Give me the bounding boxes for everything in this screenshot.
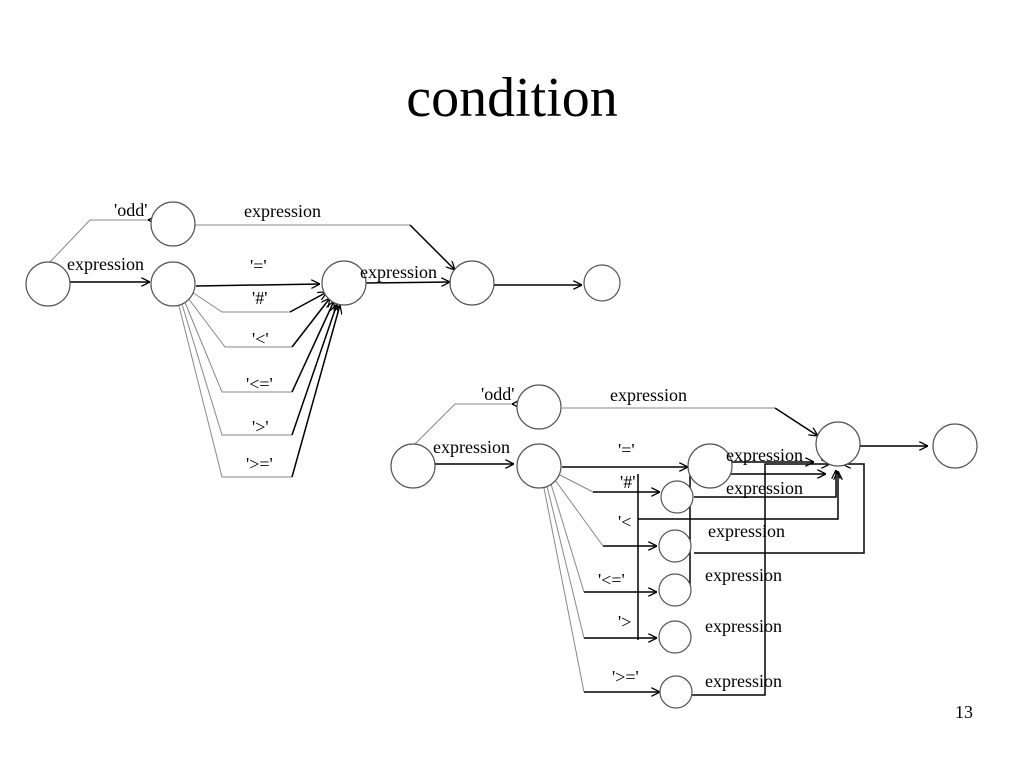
diagram-1-eq-label: '=' bbox=[250, 256, 267, 276]
diagram-1-odd-node bbox=[150, 201, 196, 247]
diagram-2-eq-label: '=' bbox=[618, 440, 635, 460]
diagram-1-ge-label: '>=' bbox=[246, 454, 273, 474]
diagram-1-lt-label: '<' bbox=[252, 329, 269, 349]
diagram-1-le-label: '<=' bbox=[246, 374, 273, 394]
diagram-1-gt-label: '>' bbox=[252, 417, 269, 437]
diagram-2-ne-label: '#' bbox=[620, 472, 636, 492]
syntax-diagram-2: 'odd' expression expression '=' '#' '< '… bbox=[390, 384, 978, 709]
diagram-2-odd-label: 'odd' bbox=[481, 384, 515, 404]
diagram-2-edges bbox=[412, 404, 928, 695]
diagram-2-ge-label: '>=' bbox=[612, 667, 639, 687]
diagram-2-le-label: '<=' bbox=[598, 570, 625, 590]
page-number: 13 bbox=[955, 702, 973, 722]
diagram-1-odd-label: 'odd' bbox=[114, 200, 148, 220]
syntax-diagram-1: 'odd' expression expression '=' '#' '<' … bbox=[25, 200, 621, 478]
diagram-2-le-node bbox=[658, 573, 692, 607]
diagram-2-merge-node bbox=[815, 421, 861, 467]
diagram-2-ne-node bbox=[660, 480, 694, 514]
diagram-1-edges bbox=[49, 220, 582, 478]
diagram-1-right-expression-label: expression bbox=[360, 262, 437, 282]
diagram-2-lt-node bbox=[658, 529, 692, 563]
diagram-2-odd-expression-label: expression bbox=[610, 385, 687, 405]
diagram-1-start-node bbox=[25, 261, 71, 307]
diagram-1-left-expression-label: expression bbox=[67, 254, 144, 274]
diagram-2-odd-node bbox=[516, 384, 562, 430]
diagram-1-ne-label: '#' bbox=[252, 288, 268, 308]
diagram-1-odd-expression-label: expression bbox=[244, 201, 321, 221]
diagram-2-le-expression-label: expression bbox=[705, 565, 782, 585]
diagram-2-ge-node bbox=[659, 675, 693, 709]
diagram-2-gt-label: '> bbox=[618, 612, 631, 632]
diagram-2-lt-label: '< bbox=[618, 512, 631, 532]
diagram-2-eq-node bbox=[687, 443, 733, 489]
diagram-1-left-expression-node bbox=[150, 261, 196, 307]
diagram-2-eq-expression-label: expression bbox=[726, 445, 803, 465]
diagram-1-operator-node bbox=[321, 260, 367, 306]
diagram-2-ne-expression-label: expression bbox=[726, 478, 803, 498]
slide-title: condition bbox=[406, 67, 618, 129]
diagram-2-ge-expression-label: expression bbox=[705, 671, 782, 691]
diagram-1-end-node bbox=[583, 264, 621, 302]
diagram-2-gt-node bbox=[658, 620, 692, 654]
diagram-2-start-node bbox=[390, 443, 436, 489]
diagram-2-lt-expression-label: expression bbox=[708, 521, 785, 541]
diagram-1-right-expression-node bbox=[449, 260, 495, 306]
diagram-2-end-node bbox=[932, 423, 978, 469]
diagram-2-gt-expression-label: expression bbox=[705, 616, 782, 636]
diagram-2-left-expression-node bbox=[516, 443, 562, 489]
diagram-2-left-expression-label: expression bbox=[433, 437, 510, 457]
